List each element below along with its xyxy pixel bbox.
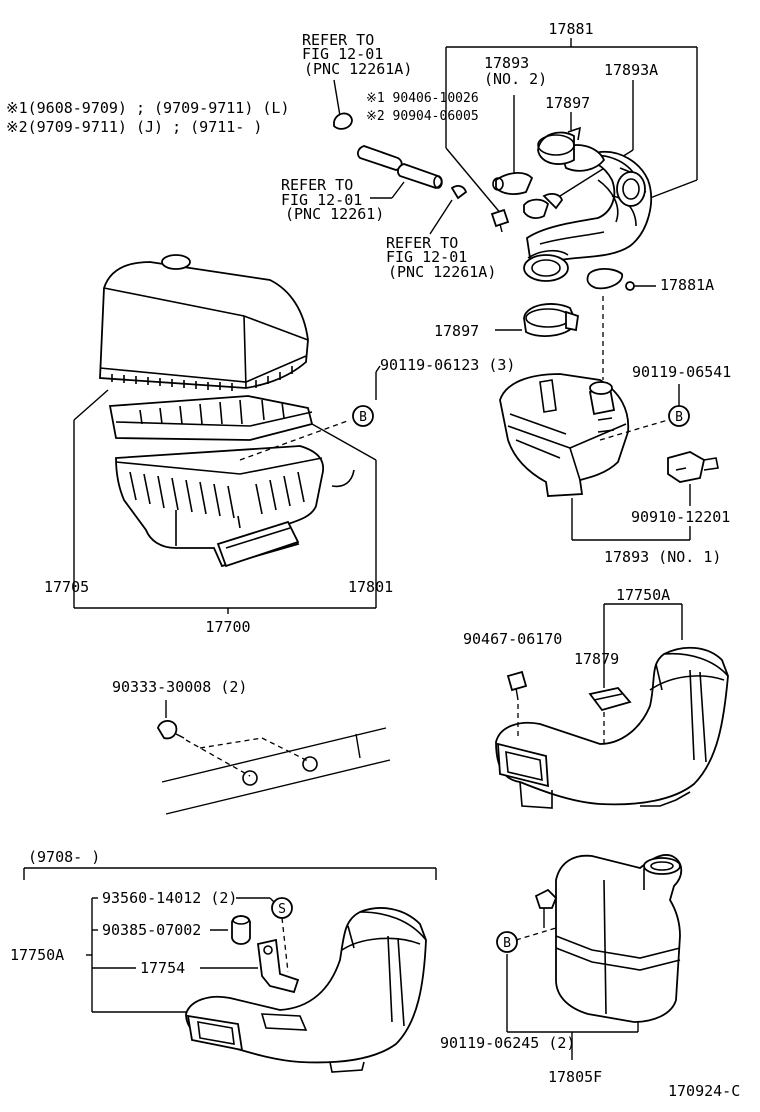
label-90467-06170: 90467-06170 (463, 630, 562, 648)
label-90385-07002: 90385-07002 (102, 921, 201, 939)
label-90119-06123: 90119-06123 (3) (380, 356, 515, 374)
label-90910-12201: 90910-12201 (631, 508, 730, 526)
label-17893-no2: 17893 (484, 54, 529, 72)
bolt-90904-06005: ※2 90904-06005 (366, 109, 479, 124)
ref-s: S (278, 902, 286, 917)
refer3-line3: (PNC 12261A) (388, 263, 496, 281)
ref-circle-b-bottom (496, 931, 518, 953)
label-period: (9708- ) (28, 848, 100, 866)
label-17750A-top: 17750A (616, 586, 670, 604)
label-17700: 17700 (205, 618, 250, 636)
reference-notes: REFER TO FIG 12-01 (PNC 12261A) ※1(9608-… (6, 31, 496, 281)
label-17893A: 17893A (604, 61, 658, 79)
refer1-line1: REFER TO (302, 31, 374, 49)
air-cleaner-assembly-17700 (73, 254, 381, 614)
note-1: ※1(9608-9709) ; (9709-9711) (L) (6, 99, 290, 117)
bolt-90406-10026: ※1 90406-10026 (366, 91, 479, 106)
label-90119-06245: 90119-06245 (2) (440, 1034, 575, 1052)
ref-b-bottom: B (503, 936, 511, 951)
refer1-line2: FIG 12-01 (302, 45, 383, 63)
ref-b-left: B (359, 410, 367, 425)
refer1-line3: (PNC 12261A) (304, 60, 412, 78)
figure-code: 170924-C (668, 1082, 740, 1100)
ref-circle-b-left (352, 405, 374, 427)
label-17705: 17705 (44, 578, 89, 596)
ref-circle-s (271, 897, 293, 919)
clip-90333-30008 (157, 700, 391, 815)
label-17754: 17754 (140, 959, 185, 977)
label-90333-30008: 90333-30008 (2) (112, 678, 247, 696)
label-17897-top: 17897 (545, 94, 590, 112)
label-93560-14012: 93560-14012 (2) (102, 889, 237, 907)
ref-b-right: B (675, 410, 683, 425)
air-inlet-17750A-upper (495, 603, 729, 809)
label-17893-no1: 17893 (NO. 1) (604, 548, 721, 566)
label-17881: 17881 (548, 20, 593, 38)
label-17805F: 17805F (548, 1068, 602, 1086)
refer2-line2: FIG 12-01 (281, 191, 362, 209)
label-17750A-bottom: 17750A (10, 946, 64, 964)
label-17801: 17801 (348, 578, 393, 596)
refer3-line1: REFER TO (386, 234, 458, 252)
resonator-17805F (506, 854, 683, 1060)
ref-circle-b-right (668, 405, 690, 427)
label-17897-mid: 17897 (434, 322, 479, 340)
label-17881A: 17881A (660, 276, 714, 294)
refer2-line1: REFER TO (281, 176, 353, 194)
label-17879: 17879 (574, 650, 619, 668)
refer2-line3: (PNC 12261) (285, 205, 384, 223)
note-2: ※2(9709-9711) (J) ; (9711- ) (6, 118, 262, 136)
label-90119-06541: 90119-06541 (632, 363, 731, 381)
refer3-line2: FIG 12-01 (386, 248, 467, 266)
label-no2: (NO. 2) (484, 70, 547, 88)
resonator-17893-no1 (499, 373, 719, 541)
air-inlet-17750A-lower (23, 867, 437, 1073)
air-hose-assembly-17881 (445, 38, 698, 380)
